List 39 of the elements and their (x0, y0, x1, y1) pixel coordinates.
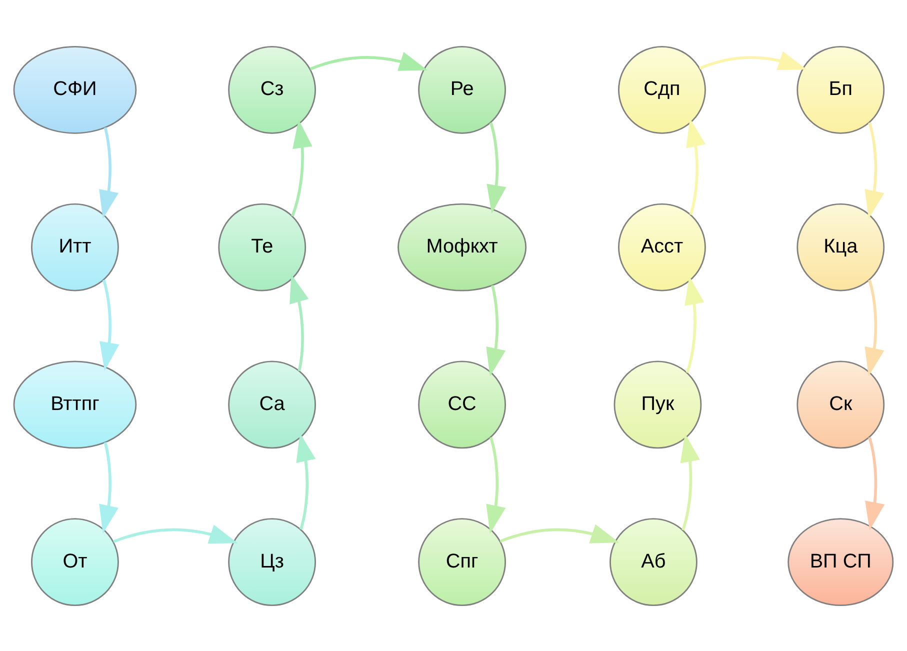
node-circle: Ск (796, 360, 885, 448)
node-ellipse: ВП СП (788, 518, 894, 606)
arrow (99, 126, 119, 218)
arrow (99, 442, 119, 534)
node-circle: От (31, 518, 119, 606)
arrow (290, 274, 309, 371)
arrow (500, 524, 620, 543)
arrow (310, 51, 428, 70)
node-circle: Ре (418, 45, 506, 134)
node-circle: Сдп (618, 45, 706, 134)
node-ellipse: Мофкхт (398, 202, 527, 291)
node-circle: Итт (31, 202, 119, 291)
node-circle: СС (418, 360, 506, 448)
node-circle: Сз (228, 45, 316, 134)
node-circle: Аб (610, 518, 698, 606)
arrow (100, 279, 120, 370)
arrow (865, 436, 885, 530)
node-circle: Кца (796, 202, 885, 291)
arrow (112, 524, 238, 544)
arrow (486, 436, 506, 534)
arrow (680, 433, 700, 530)
arrow (864, 122, 884, 218)
arrow (684, 276, 704, 373)
node-circle: Спг (418, 518, 506, 606)
node-circle: Цз (228, 518, 316, 606)
node-circle: Асст (618, 202, 706, 291)
node-circle: Бп (796, 45, 885, 134)
node-circle: Те (218, 202, 306, 291)
node-circle: Пук (614, 360, 702, 448)
node-ellipse: СФИ (13, 45, 137, 134)
node-circle: Са (228, 360, 316, 448)
arrow (699, 50, 807, 70)
arrow (296, 432, 316, 530)
node-ellipse: Вттпг (13, 360, 137, 448)
arrow (864, 279, 884, 376)
arrow (486, 284, 506, 376)
arrow (486, 122, 506, 213)
arrow (291, 118, 312, 216)
arrow (686, 118, 706, 215)
